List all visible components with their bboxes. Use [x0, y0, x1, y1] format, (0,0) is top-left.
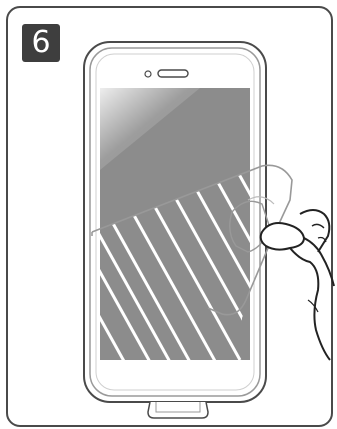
camera-icon [145, 71, 151, 77]
hand-icon [261, 210, 334, 360]
smartphone-icon [84, 42, 266, 418]
earpiece-icon [158, 70, 188, 77]
